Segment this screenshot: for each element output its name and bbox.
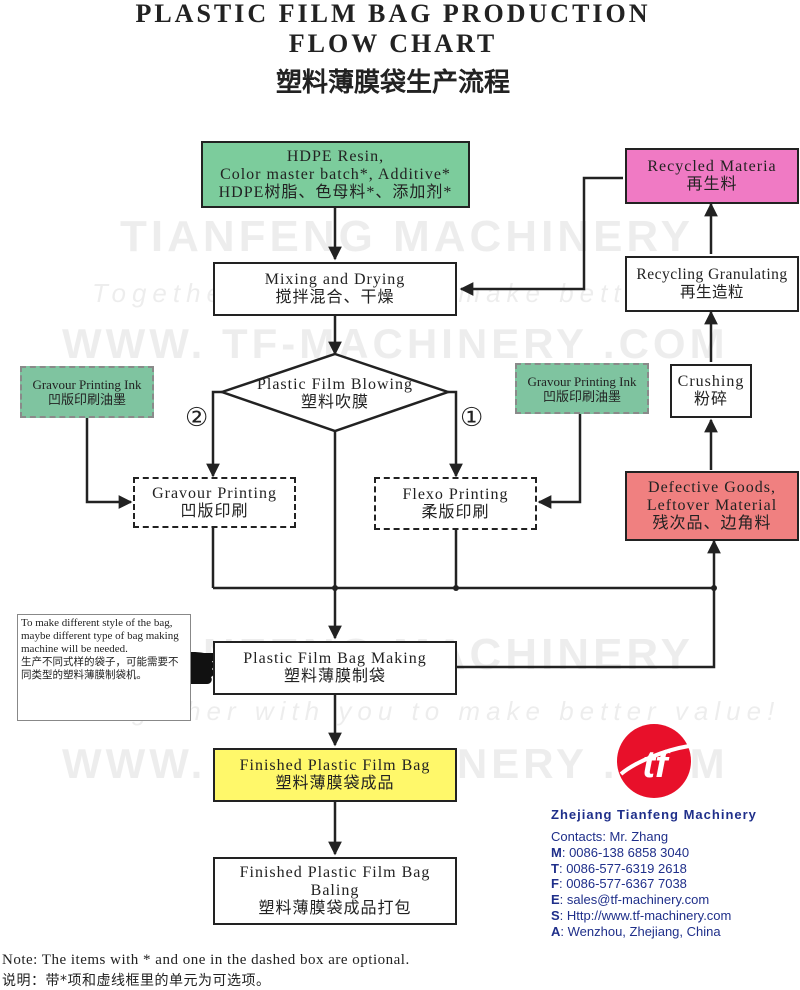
side-note-en: To make different style of the bag, mayb…: [21, 617, 179, 655]
address-label: A: [551, 923, 561, 939]
node-finished: Finished Plastic Film Bag 塑料薄膜袋成品: [213, 748, 457, 802]
contacts-label: Contacts: [551, 829, 603, 844]
node-mixing: Mixing and Drying 搅拌混合、干燥: [213, 262, 457, 316]
node-ink-right: Gravour Printing Ink 凹版印刷油墨: [515, 363, 649, 414]
node-granulating: Recycling Granulating 再生造粒: [625, 256, 799, 312]
contacts-value: Mr. Zhang: [609, 829, 669, 844]
gravour-en: Gravour Printing: [152, 484, 277, 502]
bag-making-en: Plastic Film Bag Making: [243, 650, 427, 667]
gravour-cn: 凹版印刷: [180, 502, 249, 520]
baling-en-line2: Baling: [310, 882, 360, 899]
node-defective: Defective Goods, Leftover Material 残次品、边…: [625, 471, 799, 541]
contact-row: Contacts: Mr. Zhang: [551, 829, 669, 844]
finished-en: Finished Plastic Film Bag: [239, 757, 431, 774]
crushing-cn: 粉碎: [693, 391, 728, 408]
mobile-label: M: [551, 844, 562, 860]
site-value[interactable]: Http://www.tf-machinery.com: [566, 907, 732, 923]
watermark-site: WWW. TF-MACHINERY .COM: [62, 320, 729, 367]
node-hdpe: HDPE Resin, Color master batch*, Additiv…: [201, 141, 470, 208]
email-label: E: [551, 892, 560, 908]
mixing-en: Mixing and Drying: [264, 271, 406, 288]
footer-note-cn: 说明：带*项和虚线框里的单元为可选项。: [2, 973, 271, 989]
company-contacts: Contacts: Mr. Zhang M: 0086-138 6858 304…: [551, 829, 731, 940]
site-label: S: [551, 907, 560, 923]
mobile-row: M: 0086-138 6858 3040: [551, 844, 690, 860]
defective-cn: 残次品、边角料: [652, 515, 772, 532]
blowing-cn: 塑料吹膜: [300, 394, 369, 411]
ink-left-cn: 凹版印刷油墨: [47, 392, 126, 407]
granulating-en: Recycling Granulating: [636, 266, 788, 283]
hdpe-en-line2: Color master batch*, Additive*: [220, 165, 451, 183]
fax-label: F: [551, 876, 559, 892]
node-ink-left: Gravour Printing Ink 凹版印刷油墨: [20, 366, 154, 418]
node-gravour-printing: Gravour Printing 凹版印刷: [133, 477, 296, 528]
side-note-cn: 生产不同式样的袋子，可能需要不同类型的塑料薄膜制袋机。: [21, 656, 179, 681]
title-chinese: 塑料薄膜袋生产流程: [275, 68, 510, 98]
granulating-cn: 再生造粒: [679, 284, 744, 301]
defective-en-line2: Leftover Material: [646, 497, 778, 514]
node-recycled: Recycled Materia 再生料: [625, 148, 799, 204]
flexo-en: Flexo Printing: [402, 485, 509, 503]
baling-en-line1: Finished Plastic Film Bag: [239, 864, 431, 881]
recycled-cn: 再生料: [686, 176, 738, 193]
blowing-diamond-shape: [218, 352, 452, 433]
flexo-cn: 柔版印刷: [421, 503, 490, 521]
blowing-en: Plastic Film Blowing: [256, 376, 413, 393]
email-value[interactable]: sales@tf-machinery.com: [566, 892, 710, 908]
node-blowing: Plastic Film Blowing 塑料吹膜: [222, 376, 448, 412]
bag-making-cn: 塑料薄膜制袋: [283, 668, 386, 685]
crushing-en: Crushing: [677, 373, 745, 390]
footer-note-en: Note: The items with * and one in the da…: [2, 952, 410, 968]
hdpe-cn: HDPE树脂、色母料*、添加剂*: [218, 183, 453, 201]
address-row: A: Wenzhou, Zhejiang, China: [551, 923, 721, 939]
fax-value: 0086-577-6367 7038: [566, 876, 687, 892]
ink-left-en: Gravour Printing Ink: [32, 377, 142, 392]
node-flexo-printing: Flexo Printing 柔版印刷: [374, 477, 537, 530]
node-crushing: Crushing 粉碎: [670, 364, 752, 418]
watermark-company: TIANFENG MACHINERY: [120, 212, 694, 261]
mobile-value: 0086-138 6858 3040: [569, 844, 690, 860]
defective-en-line1: Defective Goods,: [648, 479, 776, 496]
ink-right-en: Gravour Printing Ink: [527, 373, 637, 389]
finished-cn: 塑料薄膜袋成品: [275, 775, 395, 792]
tel-label: T: [551, 860, 559, 876]
node-bag-making: Plastic Film Bag Making 塑料薄膜制袋: [213, 641, 457, 695]
node-baling: Finished Plastic Film Bag Baling 塑料薄膜袋成品…: [213, 857, 457, 925]
tel-value: 0086-577-6319 2618: [566, 860, 687, 876]
watermark-slogan-2: Together with you to make better value!: [92, 696, 781, 726]
baling-cn: 塑料薄膜袋成品打包: [258, 900, 412, 917]
email-row: E: sales@tf-machinery.com: [551, 892, 710, 908]
route-label-left: ②: [185, 403, 209, 433]
title-line1: PLASTIC FILM BAG PRODUCTION: [135, 0, 651, 28]
ink-right-cn: 凹版印刷油墨: [542, 388, 621, 404]
side-note: To make different style of the bag, mayb…: [17, 614, 191, 721]
hdpe-en-line1: HDPE Resin,: [286, 147, 385, 165]
title-line2: FLOW CHART: [288, 29, 498, 58]
site-row: S: Http://www.tf-machinery.com: [551, 907, 732, 923]
company-name: Zhejiang Tianfeng Machinery: [551, 807, 757, 822]
recycled-en: Recycled Materia: [647, 158, 777, 175]
fax-row: F: 0086-577-6367 7038: [551, 876, 687, 892]
address-value: Wenzhou, Zhejiang, China: [567, 923, 721, 939]
mixing-cn: 搅拌混合、干燥: [275, 289, 395, 306]
tf-logo-icon: tf: [617, 724, 691, 798]
tel-row: T: 0086-577-6319 2618: [551, 860, 687, 876]
route-label-right: ①: [460, 403, 484, 433]
logo-text: tf: [642, 744, 671, 786]
